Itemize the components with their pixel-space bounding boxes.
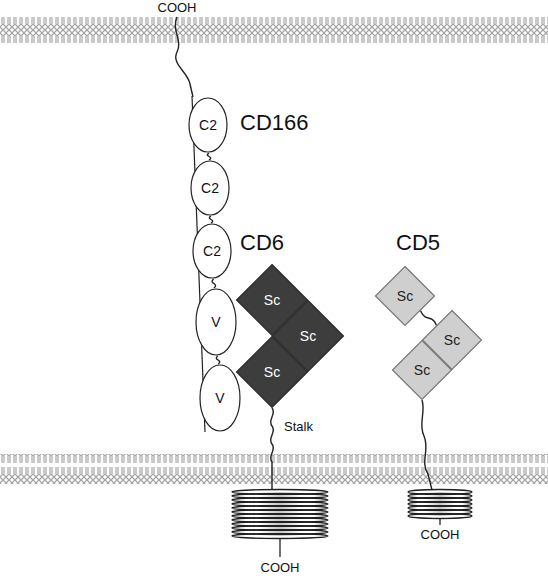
top-membrane xyxy=(0,16,548,46)
domain-name: Sc xyxy=(414,363,430,377)
cd6-stalk xyxy=(271,408,274,490)
ig-domain: C2 xyxy=(188,97,228,153)
cd6-coil xyxy=(232,490,328,558)
region-label: Stalk xyxy=(284,420,313,433)
cd5-coil xyxy=(408,490,472,526)
domain-name: Sc xyxy=(397,289,413,303)
domain-name: C2 xyxy=(201,181,219,195)
linker-connector xyxy=(209,216,212,223)
protein-name: CD6 xyxy=(240,232,284,254)
domain-name: Sc xyxy=(264,365,280,379)
ig-domain: C2 xyxy=(190,160,230,216)
src-domain: Sc xyxy=(392,340,452,400)
protein-name: CD5 xyxy=(396,232,440,254)
ig-domain: C2 xyxy=(192,223,232,279)
domain-name: Sc xyxy=(300,329,316,343)
domain-name: V xyxy=(211,315,220,329)
cd5-stalk xyxy=(422,400,432,490)
domain-name: Sc xyxy=(264,293,280,307)
ig-domain: V xyxy=(195,288,237,356)
ig-domain: V xyxy=(199,364,241,432)
protein-name: CD166 xyxy=(240,112,308,134)
domain-name: C2 xyxy=(199,118,217,132)
cd166-tail xyxy=(175,17,193,97)
domain-name: V xyxy=(215,391,224,405)
terminus-label: COOH xyxy=(261,561,300,574)
src-domain: Sc xyxy=(375,266,435,326)
terminus-label: COOH xyxy=(158,1,197,14)
domain-name: Sc xyxy=(444,333,460,347)
linker-connector xyxy=(216,356,219,364)
linker-connector xyxy=(207,153,210,160)
bottom-membrane xyxy=(0,454,548,484)
src-domain: Sc xyxy=(236,336,308,408)
linker-connector xyxy=(212,279,216,288)
linker-connector xyxy=(420,311,436,326)
domain-name: C2 xyxy=(203,244,221,258)
terminus-label: COOH xyxy=(421,528,460,541)
